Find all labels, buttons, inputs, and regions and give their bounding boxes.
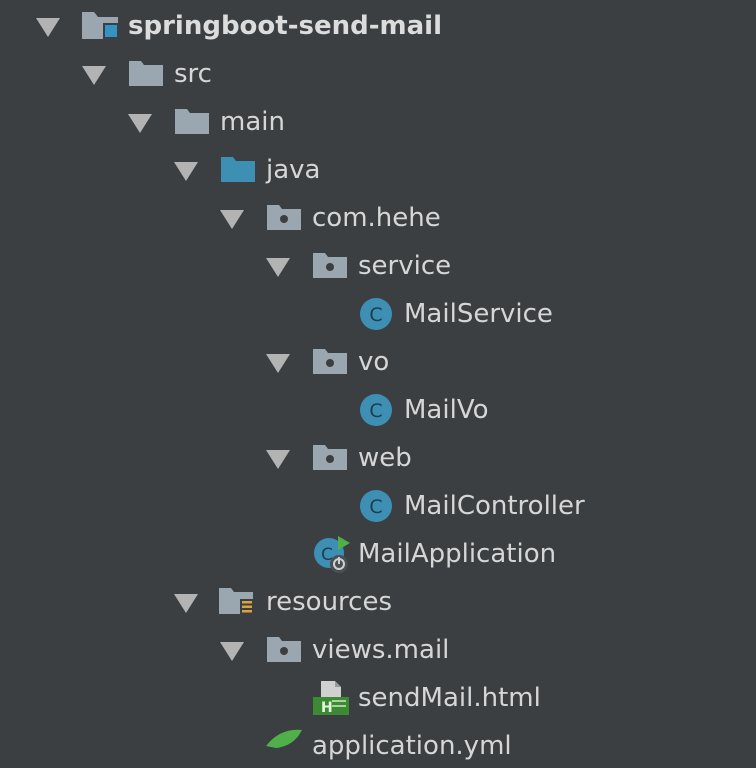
project-root-label: springboot-send-mail bbox=[128, 11, 442, 41]
package-icon bbox=[313, 349, 347, 374]
package-icon bbox=[267, 637, 301, 662]
expand-arrow-icon[interactable] bbox=[174, 162, 198, 181]
class-label-mailapplication: MailApplication bbox=[358, 539, 557, 569]
resources-folder-icon bbox=[219, 588, 254, 615]
folder-label-src: src bbox=[174, 59, 212, 89]
svg-text:H: H bbox=[321, 700, 333, 716]
folder-label-java: java bbox=[266, 155, 321, 185]
package-label-vo: vo bbox=[358, 347, 390, 377]
class-label-mailvo: MailVo bbox=[404, 395, 489, 425]
expand-arrow-icon[interactable] bbox=[266, 258, 290, 277]
tree-node-package-vo[interactable]: vo bbox=[0, 340, 756, 384]
java-class-icon: C bbox=[360, 490, 392, 522]
expand-arrow-icon[interactable] bbox=[220, 642, 244, 661]
tree-node-package-service[interactable]: service bbox=[0, 244, 756, 288]
tree-node-file-application-yml[interactable]: application.yml bbox=[0, 724, 756, 768]
tree-node-package-com-hehe[interactable]: com.hehe bbox=[0, 196, 756, 240]
expand-arrow-icon[interactable] bbox=[220, 210, 244, 229]
package-label-com-hehe: com.hehe bbox=[312, 203, 441, 233]
tree-node-class-mailservice[interactable]: C MailService bbox=[0, 292, 756, 336]
tree-node-class-mailapplication[interactable]: C MailApplication bbox=[0, 532, 756, 576]
folder-icon bbox=[129, 61, 163, 86]
tree-node-package-web[interactable]: web bbox=[0, 436, 756, 480]
svg-text:C: C bbox=[369, 400, 382, 422]
project-tree: springboot-send-mail src main java com.h… bbox=[0, 4, 756, 761]
svg-text:C: C bbox=[321, 545, 333, 565]
tree-node-project-root[interactable]: springboot-send-mail bbox=[0, 4, 756, 48]
folder-label-resources: resources bbox=[266, 587, 393, 617]
file-label-sendmail-html: sendMail.html bbox=[358, 683, 541, 713]
package-icon bbox=[313, 253, 347, 278]
expand-arrow-icon[interactable] bbox=[82, 66, 106, 85]
svg-text:C: C bbox=[369, 304, 382, 326]
folder-label-views-mail: views.mail bbox=[312, 635, 450, 665]
source-folder-icon bbox=[221, 157, 255, 182]
package-icon bbox=[267, 205, 301, 230]
tree-node-java[interactable]: java bbox=[0, 148, 756, 192]
svg-text:C: C bbox=[369, 496, 382, 518]
folder-icon bbox=[175, 109, 209, 134]
tree-node-views-mail[interactable]: views.mail bbox=[0, 628, 756, 672]
expand-arrow-icon[interactable] bbox=[36, 18, 60, 37]
html-file-icon: H bbox=[313, 681, 349, 716]
spring-boot-application-icon: C bbox=[314, 536, 350, 573]
tree-node-class-mailcontroller[interactable]: C MailController bbox=[0, 484, 756, 528]
expand-arrow-icon[interactable] bbox=[266, 450, 290, 469]
tree-node-resources[interactable]: resources bbox=[0, 580, 756, 624]
tree-node-class-mailvo[interactable]: C MailVo bbox=[0, 388, 756, 432]
package-icon bbox=[313, 445, 347, 470]
tree-node-src[interactable]: src bbox=[0, 52, 756, 96]
yaml-file-icon bbox=[266, 729, 302, 748]
tree-node-file-sendmail-html[interactable]: H sendMail.html bbox=[0, 676, 756, 720]
package-label-web: web bbox=[358, 443, 412, 473]
expand-arrow-icon[interactable] bbox=[174, 594, 198, 613]
folder-label-main: main bbox=[220, 107, 285, 137]
tree-node-main[interactable]: main bbox=[0, 100, 756, 144]
class-label-mailservice: MailService bbox=[404, 299, 553, 329]
java-class-icon: C bbox=[360, 394, 392, 426]
file-label-application-yml: application.yml bbox=[312, 731, 512, 761]
expand-arrow-icon[interactable] bbox=[128, 114, 152, 133]
class-label-mailcontroller: MailController bbox=[404, 491, 585, 521]
java-class-icon: C bbox=[360, 298, 392, 330]
package-label-service: service bbox=[358, 251, 452, 281]
project-folder-icon bbox=[82, 12, 119, 39]
expand-arrow-icon[interactable] bbox=[266, 354, 290, 373]
